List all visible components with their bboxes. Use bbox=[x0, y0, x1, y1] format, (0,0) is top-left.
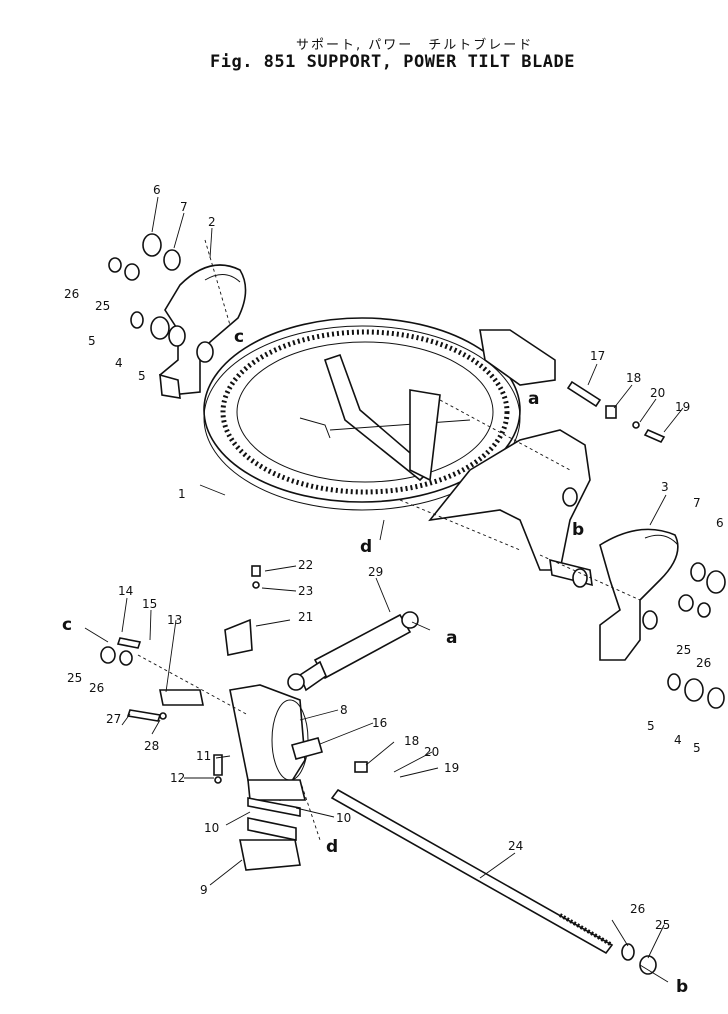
right-bracket-part-3 bbox=[599, 528, 679, 661]
callout-part-28: 28 bbox=[144, 739, 159, 753]
connector-c-bracket: c bbox=[234, 327, 244, 347]
connector-d-block: d bbox=[326, 837, 338, 857]
callout-part-25-right: 25 bbox=[676, 643, 691, 657]
connector-a-frame: a bbox=[528, 389, 539, 409]
callout-part-17: 17 bbox=[590, 349, 605, 363]
callout-part-25-upper-left: 25 bbox=[95, 299, 110, 313]
callout-part-27: 27 bbox=[106, 712, 121, 726]
callout-part-4-left: 4 bbox=[115, 356, 123, 370]
callout-part-20-upper: 20 bbox=[650, 386, 665, 400]
callout-part-5-a: 5 bbox=[88, 334, 96, 348]
connector-b-shaft: b bbox=[676, 977, 688, 997]
callout-part-16: 16 bbox=[372, 716, 387, 730]
callout-part-18-upper: 18 bbox=[626, 371, 641, 385]
callout-part-15: 15 bbox=[142, 597, 157, 611]
figure-title-japanese: サポート, パワー チルトブレード bbox=[296, 38, 534, 53]
callout-part-26-right: 26 bbox=[696, 656, 711, 670]
support-frame-part-1 bbox=[203, 317, 593, 588]
callout-part-22: 22 bbox=[298, 558, 313, 572]
lower-bracket-part-8 bbox=[159, 565, 368, 871]
callout-part-12: 12 bbox=[170, 771, 185, 785]
callout-part-4-right: 4 bbox=[674, 733, 682, 747]
figure-title: Fig. 851 SUPPORT, POWER TILT BLADE bbox=[210, 52, 575, 72]
callout-part-19-lower: 19 bbox=[444, 761, 459, 775]
callout-part-25-lower: 25 bbox=[655, 918, 670, 932]
left-hardware bbox=[108, 233, 186, 347]
leader-lines bbox=[84, 196, 684, 983]
tilt-cylinder-part-29 bbox=[287, 611, 419, 692]
callout-part-25-left: 25 bbox=[67, 671, 82, 685]
upper-right-pin-assembly bbox=[566, 380, 666, 444]
callout-part-10-right: 10 bbox=[336, 811, 351, 825]
callout-part-1: 1 bbox=[178, 487, 186, 501]
callout-part-14: 14 bbox=[118, 584, 133, 598]
left-bolts bbox=[100, 637, 223, 784]
connector-letters: a a b b c c d d bbox=[62, 327, 688, 997]
callout-part-9: 9 bbox=[200, 883, 208, 897]
callout-part-3: 3 bbox=[661, 480, 669, 494]
callout-part-26-lower: 26 bbox=[630, 902, 645, 916]
right-hardware bbox=[667, 562, 726, 709]
callout-part-18-lower: 18 bbox=[404, 734, 419, 748]
callout-part-5-c: 5 bbox=[647, 719, 655, 733]
connector-b-frame: b bbox=[572, 520, 584, 540]
callout-part-29: 29 bbox=[368, 565, 383, 579]
callout-part-20-lower: 20 bbox=[424, 745, 439, 759]
connector-a-cylinder: a bbox=[446, 628, 457, 648]
callout-part-6-right: 6 bbox=[716, 516, 724, 530]
callout-part-8: 8 bbox=[340, 703, 348, 717]
callout-part-7-right: 7 bbox=[693, 496, 701, 510]
callout-part-7-left: 7 bbox=[180, 200, 188, 214]
callout-part-13: 13 bbox=[167, 613, 182, 627]
callout-part-2: 2 bbox=[208, 215, 216, 229]
left-bracket-part-2 bbox=[159, 264, 247, 399]
callout-part-5-d: 5 bbox=[693, 741, 701, 755]
connector-d-frame: d bbox=[360, 537, 372, 557]
callout-labels: 1 2 3 4 4 5 5 5 5 6 6 7 7 8 9 10 10 11 1… bbox=[64, 183, 724, 932]
shaft-part-24 bbox=[330, 788, 657, 975]
connector-c-bolt: c bbox=[62, 615, 72, 635]
callout-part-26-left: 26 bbox=[89, 681, 104, 695]
callout-part-21: 21 bbox=[298, 610, 313, 624]
callout-part-23: 23 bbox=[298, 584, 313, 598]
callout-part-19-upper: 19 bbox=[675, 400, 690, 414]
callout-part-5-b: 5 bbox=[138, 369, 146, 383]
callout-part-26-upper-left: 26 bbox=[64, 287, 79, 301]
callout-part-6-left: 6 bbox=[153, 183, 161, 197]
callout-part-24: 24 bbox=[508, 839, 523, 853]
callout-part-11: 11 bbox=[196, 749, 211, 763]
callout-part-10-left: 10 bbox=[204, 821, 219, 835]
